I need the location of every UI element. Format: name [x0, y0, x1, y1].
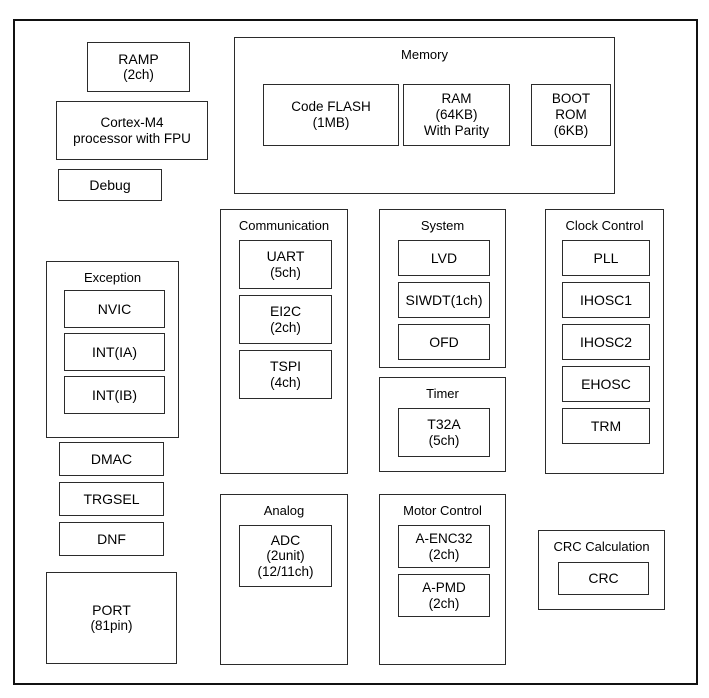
block-int-ib-label: INT(IB) — [91, 386, 138, 403]
block-adc-line2: (2unit) — [266, 548, 305, 564]
block-code-flash: Code FLASH (1MB) — [263, 84, 399, 146]
block-ram-line3: With Parity — [423, 122, 490, 138]
block-uart-line1: UART — [266, 248, 305, 265]
block-t32a-line1: T32A — [427, 416, 461, 433]
group-exception: Exception NVIC INT(IA) INT(IB) — [46, 261, 179, 438]
block-a-enc32-line1: A-ENC32 — [415, 530, 473, 546]
block-ramp-line1: RAMP — [118, 50, 159, 67]
block-ihosc2: IHOSC2 — [562, 324, 650, 360]
block-ihosc1-label: IHOSC1 — [579, 291, 633, 308]
group-timer-title: Timer — [426, 386, 459, 401]
group-motor-control: Motor Control A-ENC32 (2ch) A-PMD (2ch) — [379, 494, 506, 665]
block-adc: ADC (2unit) (12/11ch) — [239, 525, 332, 587]
block-nvic-label: NVIC — [97, 300, 132, 317]
block-int-ia-label: INT(IA) — [91, 343, 138, 360]
block-trgsel: TRGSEL — [59, 482, 164, 516]
block-ei2c-line1: EI2C — [269, 303, 302, 320]
group-communication: Communication UART (5ch) EI2C (2ch) TSPI… — [220, 209, 348, 474]
block-int-ib: INT(IB) — [64, 376, 165, 414]
block-lvd: LVD — [398, 240, 490, 276]
block-t32a: T32A (5ch) — [398, 408, 490, 457]
block-ofd: OFD — [398, 324, 490, 360]
block-adc-line1: ADC — [270, 531, 301, 548]
block-ihosc1: IHOSC1 — [562, 282, 650, 318]
block-dnf-label: DNF — [97, 530, 126, 547]
block-siwdt-label: SIWDT(1ch) — [405, 291, 483, 308]
block-tspi-line2: (4ch) — [270, 374, 301, 390]
group-clock-control: Clock Control PLL IHOSC1 IHOSC2 EHOSC TR… — [545, 209, 664, 474]
block-a-pmd-line2: (2ch) — [428, 595, 460, 611]
block-trgsel-label: TRGSEL — [83, 490, 140, 507]
block-lvd-label: LVD — [430, 249, 458, 266]
block-code-flash-line2: (1MB) — [312, 115, 350, 130]
group-memory: Memory Code FLASH (1MB) RAM (64KB) With … — [234, 37, 615, 194]
block-t32a-line2: (5ch) — [428, 432, 460, 448]
group-exception-title: Exception — [83, 270, 142, 285]
block-int-ia: INT(IA) — [64, 333, 165, 371]
block-cortex-line1: Cortex-M4 — [100, 114, 164, 130]
block-boot-rom: BOOT ROM (6KB) — [531, 84, 611, 146]
block-ei2c-line2: (2ch) — [270, 319, 301, 335]
group-analog-title: Analog — [263, 503, 305, 518]
group-system: System LVD SIWDT(1ch) OFD — [379, 209, 506, 368]
block-boot-rom-line3: (6KB) — [553, 122, 589, 138]
block-ehosc-label: EHOSC — [581, 375, 631, 392]
block-ramp-line2: (2ch) — [123, 67, 154, 83]
block-a-pmd-line1: A-PMD — [422, 579, 466, 595]
block-tspi: TSPI (4ch) — [239, 350, 332, 399]
block-cortex-m4: Cortex-M4 processor with FPU — [56, 101, 208, 160]
block-crc: CRC — [558, 562, 649, 595]
block-ei2c: EI2C (2ch) — [239, 295, 332, 344]
block-a-enc32-line2: (2ch) — [428, 546, 460, 562]
block-cortex-line2: processor with FPU — [73, 130, 191, 146]
block-dmac: DMAC — [59, 442, 164, 476]
group-clock-control-title: Clock Control — [565, 218, 644, 233]
block-ihosc2-label: IHOSC2 — [579, 333, 633, 350]
block-uart: UART (5ch) — [239, 240, 332, 289]
block-dmac-label: DMAC — [90, 450, 133, 467]
group-analog: Analog ADC (2unit) (12/11ch) — [220, 494, 348, 665]
block-trm-label: TRM — [590, 417, 622, 434]
block-port-line1: PORT — [92, 601, 131, 618]
block-tspi-line1: TSPI — [269, 358, 302, 375]
block-debug: Debug — [58, 169, 162, 201]
block-ramp: RAMP (2ch) — [87, 42, 190, 92]
block-nvic: NVIC — [64, 290, 165, 328]
block-boot-rom-line2: ROM — [555, 107, 587, 123]
block-boot-rom-line1: BOOT — [551, 91, 591, 107]
block-code-flash-line1: Code FLASH — [291, 99, 371, 115]
block-siwdt: SIWDT(1ch) — [398, 282, 490, 318]
block-a-enc32: A-ENC32 (2ch) — [398, 525, 490, 568]
block-port-line2: (81pin) — [90, 618, 133, 634]
group-crc-calculation: CRC Calculation CRC — [538, 530, 665, 610]
block-trm: TRM — [562, 408, 650, 444]
chip-outline-frame: RAMP (2ch) Cortex-M4 processor with FPU … — [13, 19, 698, 685]
block-ofd-label: OFD — [429, 333, 459, 350]
group-motor-control-title: Motor Control — [403, 503, 482, 518]
block-debug-label: Debug — [89, 176, 131, 193]
block-adc-line3: (12/11ch) — [257, 564, 314, 580]
block-ram-line1: RAM — [441, 91, 472, 107]
block-uart-line2: (5ch) — [270, 264, 301, 280]
block-dnf: DNF — [59, 522, 164, 556]
group-system-title: System — [420, 218, 465, 233]
block-ram: RAM (64KB) With Parity — [403, 84, 510, 146]
block-pll: PLL — [562, 240, 650, 276]
group-communication-title: Communication — [238, 218, 330, 233]
block-a-pmd: A-PMD (2ch) — [398, 574, 490, 617]
group-crc-calculation-title: CRC Calculation — [553, 539, 650, 554]
block-ram-line2: (64KB) — [435, 107, 478, 123]
group-memory-title: Memory — [401, 47, 448, 62]
group-timer: Timer T32A (5ch) — [379, 377, 506, 472]
block-crc-label: CRC — [588, 570, 619, 587]
block-ehosc: EHOSC — [562, 366, 650, 402]
block-port: PORT (81pin) — [46, 572, 177, 664]
block-pll-label: PLL — [593, 249, 619, 266]
